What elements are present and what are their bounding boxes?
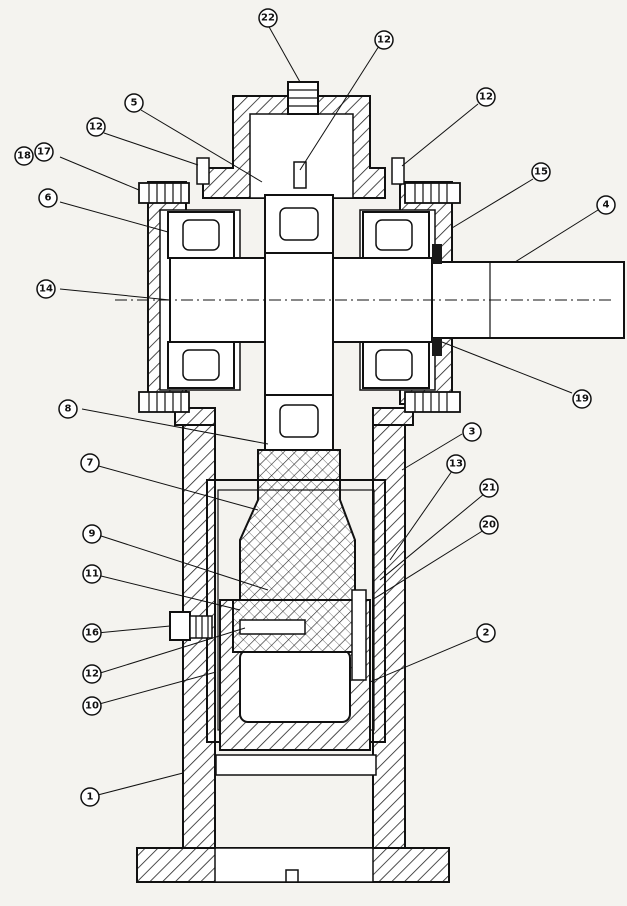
callout-8: 8 xyxy=(58,399,78,419)
callout-15: 15 xyxy=(531,162,551,182)
callout-circle xyxy=(14,146,34,166)
callout-circle xyxy=(80,453,100,473)
callout-12b: 12 xyxy=(86,117,106,137)
callout-circle xyxy=(258,8,278,28)
callout-label: 6 xyxy=(45,193,52,204)
callout-13: 13 xyxy=(446,454,466,474)
callout-2: 2 xyxy=(476,623,496,643)
callout-circle xyxy=(36,279,56,299)
leader-lines xyxy=(59,24,599,798)
callout-9: 9 xyxy=(82,524,102,544)
callout-label: 4 xyxy=(603,200,610,211)
callout-circle xyxy=(38,188,58,208)
callout-6: 6 xyxy=(38,188,58,208)
callout-circle xyxy=(479,515,499,535)
callout-label: 2 xyxy=(483,628,490,639)
callout-circle xyxy=(446,454,466,474)
callout-circle xyxy=(479,478,499,498)
shaft xyxy=(115,244,625,396)
callout-label: 16 xyxy=(85,628,99,639)
callout-3: 3 xyxy=(462,422,482,442)
callout-circle xyxy=(374,30,394,50)
callout-label: 12 xyxy=(377,35,391,46)
callout-label: 9 xyxy=(89,529,96,540)
callout-label: 8 xyxy=(65,404,72,415)
callout-19: 19 xyxy=(572,389,592,409)
callout-5: 5 xyxy=(124,93,144,113)
callout-7: 7 xyxy=(80,453,100,473)
callout-1: 1 xyxy=(80,787,100,807)
callout-circle xyxy=(34,142,54,162)
callout-label: 13 xyxy=(449,459,463,470)
callout-circle xyxy=(82,564,102,584)
callout-label: 11 xyxy=(85,569,99,580)
callout-label: 10 xyxy=(85,701,99,712)
callout-20: 20 xyxy=(479,515,499,535)
callout-12a: 12 xyxy=(374,30,394,50)
callout-label: 14 xyxy=(39,284,53,295)
callout-label: 20 xyxy=(482,520,496,531)
housing xyxy=(136,407,450,883)
callout-label: 12 xyxy=(479,92,493,103)
callout-circle xyxy=(58,399,78,419)
callout-circle xyxy=(462,422,482,442)
callout-circle xyxy=(82,664,102,684)
callout-21: 21 xyxy=(479,478,499,498)
callout-10: 10 xyxy=(82,696,102,716)
callout-14: 14 xyxy=(36,279,56,299)
callout-label: 12 xyxy=(85,669,99,680)
callout-circle xyxy=(82,696,102,716)
callout-label: 3 xyxy=(469,427,476,438)
callout-circle xyxy=(82,524,102,544)
callout-12d: 12 xyxy=(82,664,102,684)
callout-label: 5 xyxy=(131,98,138,109)
callout-16: 16 xyxy=(82,623,102,643)
callout-circle xyxy=(82,623,102,643)
callout-18: 18 xyxy=(14,146,34,166)
callout-circle xyxy=(124,93,144,113)
callout-circle xyxy=(476,623,496,643)
callout-circle xyxy=(596,195,616,215)
callout-label: 7 xyxy=(87,458,94,469)
callout-circle xyxy=(476,87,496,107)
callouts: 22 5 12 12 12 17 18 15 4 6 14 19 8 3 7 13 21 20 9 11 16 2 12 10… xyxy=(14,8,616,807)
flange-bolts xyxy=(138,182,461,413)
callout-4: 4 xyxy=(596,195,616,215)
callout-12c: 12 xyxy=(476,87,496,107)
bearings xyxy=(167,194,430,452)
callout-circle xyxy=(572,389,592,409)
callout-11: 11 xyxy=(82,564,102,584)
grease-nipples xyxy=(196,157,405,189)
callout-circle xyxy=(86,117,106,137)
callout-circle xyxy=(80,787,100,807)
callout-label: 19 xyxy=(575,394,589,405)
callout-label: 21 xyxy=(482,483,496,494)
callout-label: 22 xyxy=(261,13,275,24)
callout-label: 12 xyxy=(89,122,103,133)
callout-label: 17 xyxy=(37,147,51,158)
callout-22: 22 xyxy=(258,8,278,28)
callout-circle xyxy=(531,162,551,182)
callout-label: 1 xyxy=(87,792,94,803)
callout-label: 15 xyxy=(534,167,548,178)
callout-17: 17 xyxy=(34,142,54,162)
callout-label: 18 xyxy=(17,151,31,162)
